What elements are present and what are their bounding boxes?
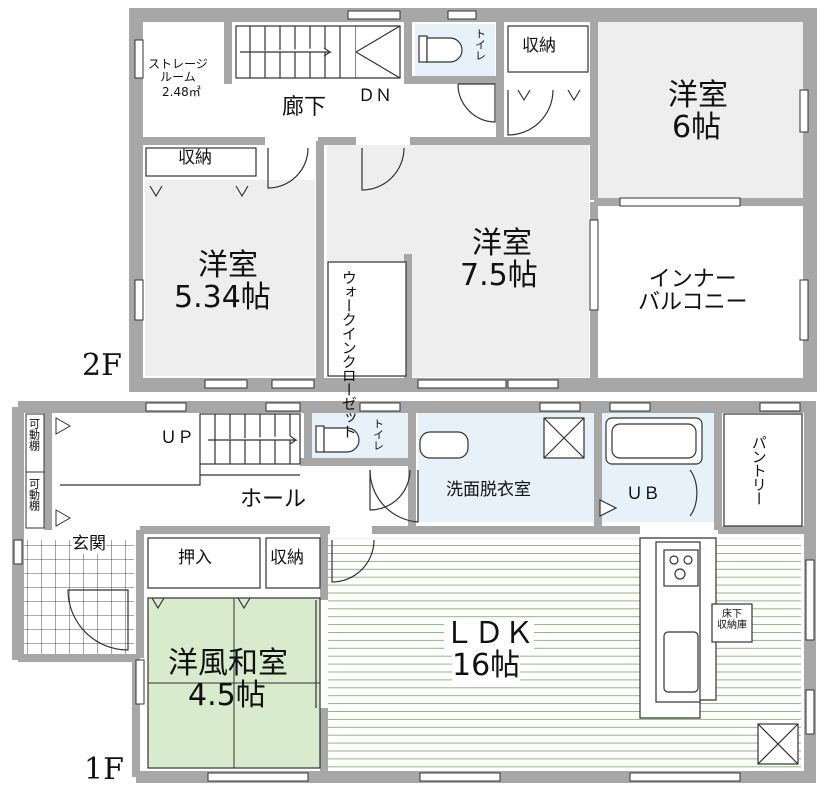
storage-room-name: ストレージ ルーム (148, 57, 208, 84)
pantry-box (723, 413, 803, 527)
western-534-size: 5.34帖 (174, 280, 271, 315)
movable-shelf-2-label: 可動棚 (27, 478, 41, 511)
stairs-down-label: ＤＮ (358, 86, 392, 106)
windows-1f (13, 402, 815, 782)
floor-1f-label: 1F (84, 752, 124, 787)
toilet-fixture-1f (315, 425, 360, 453)
western-6-name: 洋室 (668, 78, 728, 113)
closet-top-2f (507, 25, 589, 73)
closet-1f-box (265, 537, 321, 589)
storage-room-size: 2.48㎡ (162, 85, 201, 99)
stairs-up-label: ＵＰ (160, 428, 194, 448)
pantry-label: パントリー (749, 435, 768, 505)
toilet-1f-label: トイレ (371, 418, 385, 451)
western-75-size: 7.5帖 (460, 258, 538, 293)
doors-2f (149, 83, 581, 198)
closet-1f-label: 収納 (270, 548, 304, 568)
entrance-label: 玄関 (72, 534, 106, 554)
bathtub (599, 417, 703, 517)
closet-left-2f (145, 147, 257, 177)
movable-shelf-1-label: 可動棚 (27, 418, 41, 451)
western-534-name: 洋室 (198, 248, 258, 283)
closet-top-2f-label: 収納 (522, 36, 556, 56)
movable-shelf-2 (25, 471, 45, 529)
hallway-2f-label: 廊下 (282, 95, 327, 120)
kitchen-counter (639, 537, 717, 719)
floor-vent (757, 723, 799, 765)
room-western-534-fill (145, 180, 315, 376)
interior-walls-1f (44, 412, 806, 775)
oshiire-label: 押入 (178, 548, 212, 568)
stairs-1f (60, 413, 301, 486)
toilet-2f-label: トイレ (473, 28, 487, 61)
underfloor-storage-box (711, 603, 753, 643)
ldk-name: ＬＤＫ (444, 616, 534, 651)
walk-in-closet-label: ウォークインクローゼット (339, 270, 358, 438)
hall-label: ホール (240, 487, 307, 512)
ldk-size: 16帖 (452, 648, 521, 683)
doors-1f (67, 469, 419, 708)
western-6-size: 6帖 (672, 110, 722, 145)
second-floor (129, 8, 817, 392)
first-floor (12, 401, 816, 783)
entrance-tiles (22, 540, 134, 658)
room-western-6-fill (598, 22, 803, 198)
inner-balcony-label: インナー バルコニー (638, 267, 748, 316)
western-75-name: 洋室 (472, 226, 532, 261)
windows-2f (134, 10, 809, 389)
outer-wall-2f (129, 8, 817, 392)
ldk-flooring (328, 538, 801, 768)
sink (419, 417, 585, 459)
washitsu-size: 4.5帖 (188, 678, 266, 713)
washitsu-name: 洋風和室 (168, 646, 288, 681)
walk-in-closet (327, 261, 407, 377)
washroom-label: 洗面脱衣室 (446, 480, 531, 500)
floor-2f-label: 2F (82, 348, 122, 383)
closet-left-2f-label: 収納 (178, 148, 212, 168)
toilet-fixture-2f (418, 35, 463, 63)
stairs-2f (235, 25, 401, 79)
oshiire-box (147, 537, 261, 589)
bath-label: ＵＢ (626, 484, 660, 504)
underfloor-storage-label: 床下 収納庫 (717, 609, 747, 631)
